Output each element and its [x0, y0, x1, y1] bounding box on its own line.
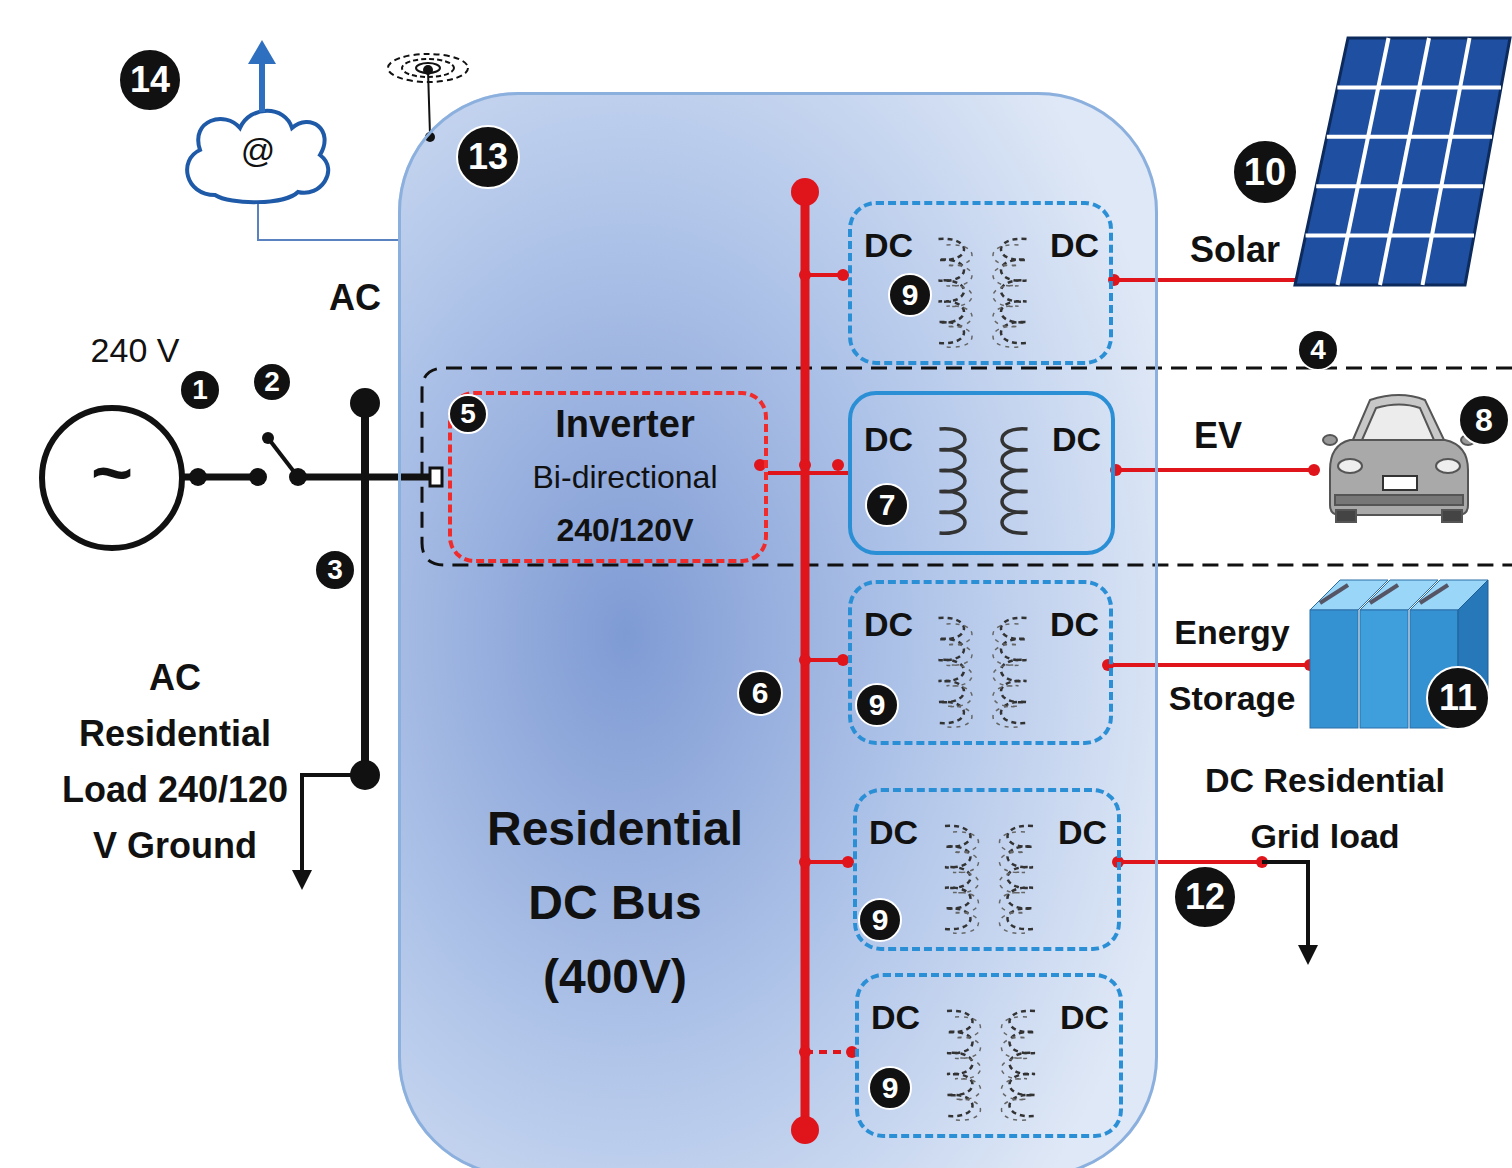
- inverter-title: Inverter: [492, 399, 758, 449]
- solar-panel: [1295, 38, 1510, 285]
- converter-label: DC: [871, 997, 920, 1037]
- callout-number: 12: [1173, 865, 1237, 929]
- part-label: Solar: [1190, 229, 1280, 271]
- bus-end: [791, 178, 819, 206]
- converter-label: DC: [864, 225, 913, 265]
- callout-number: 14: [118, 48, 182, 112]
- antenna-dot: [425, 132, 435, 142]
- junction-dots: [754, 269, 1320, 1058]
- part-label: @: [241, 130, 276, 170]
- upload-arrowhead: [248, 40, 276, 64]
- transformer-coils: [939, 239, 1036, 1120]
- callout-number: 13: [456, 125, 520, 189]
- inverter-terminal: [430, 468, 442, 486]
- bus-title: Residential DC Bus (400V): [487, 792, 743, 1014]
- converter-label: DC: [1060, 997, 1109, 1037]
- antenna-dot: [423, 65, 433, 75]
- converter-label: DC: [1058, 812, 1107, 852]
- inverter-box: InverterBi-directional240/120V: [448, 391, 768, 563]
- callout-number: 8: [1458, 394, 1510, 446]
- inverter-spec: 240/120V: [492, 505, 758, 555]
- callout-number: 9: [858, 898, 902, 942]
- converter-box: DC DC: [855, 973, 1123, 1138]
- converter-label: DC: [1052, 419, 1101, 459]
- callout-number: 6: [737, 670, 783, 716]
- ev-car-icon: [1323, 395, 1475, 522]
- callout-number: 2: [252, 362, 292, 402]
- callout-number: 4: [1297, 329, 1339, 371]
- callout-number: 3: [314, 549, 356, 591]
- power-connector: [768, 471, 848, 475]
- panel-ground: [398, 92, 1158, 1168]
- bus-end: [791, 1116, 819, 1144]
- converter-label: DC: [869, 812, 918, 852]
- callout-number: 5: [448, 394, 488, 434]
- converter-box: DC DC: [848, 201, 1113, 365]
- dc-load-arrow: [1262, 862, 1308, 955]
- group-bracket: [422, 368, 1512, 565]
- callout-number: 9: [855, 683, 899, 727]
- part-label: ~: [91, 434, 133, 510]
- converter-label: DC: [1050, 225, 1099, 265]
- bus-stubs: [805, 275, 1313, 1052]
- callout-number: 10: [1232, 139, 1298, 205]
- ac-source-symbol: [42, 408, 182, 548]
- inverter-spec: Bi-directional: [492, 449, 758, 505]
- part-label: AC Residential Load 240/120 V Ground: [55, 650, 295, 874]
- callout-number: 9: [888, 273, 932, 317]
- converter-box: DC DC: [848, 391, 1115, 555]
- part-label: 240 V: [91, 330, 180, 370]
- antenna-icon: [388, 54, 468, 135]
- part-label: AC: [329, 277, 381, 319]
- callout-number: 9: [868, 1066, 912, 1110]
- converter-label: DC: [1050, 604, 1099, 644]
- cloud-icon: [187, 111, 328, 202]
- part-label: EV: [1194, 415, 1242, 457]
- converter-label: DC: [864, 604, 913, 644]
- callout-number: 1: [179, 369, 221, 411]
- bus-panel: Residential DC Bus (400V) DC DC InverterBi-…: [398, 92, 1158, 1168]
- converter-label: DC: [864, 419, 913, 459]
- callout-number: 7: [865, 483, 909, 527]
- callout-number: 11: [1426, 666, 1490, 730]
- part-label: Energy Storage: [1169, 599, 1296, 731]
- ac-load-arrow: [302, 775, 365, 880]
- upload-arrow: [259, 62, 265, 112]
- solar-grid: [1306, 38, 1501, 285]
- part-label: DC Residential Grid load: [1180, 752, 1470, 864]
